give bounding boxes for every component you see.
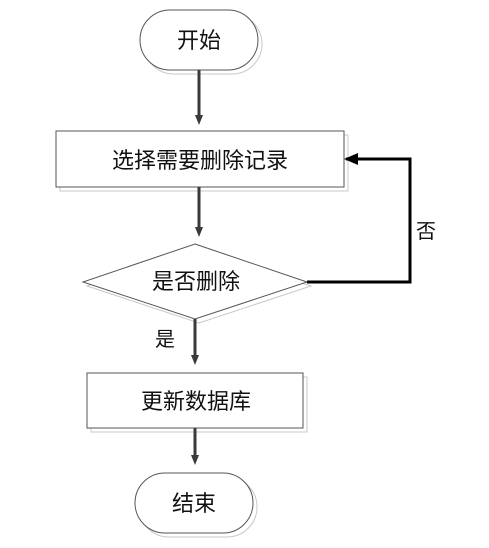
decision-node: 是否删除 — [81, 243, 313, 324]
start-label: 开始 — [177, 29, 221, 54]
end-label: 结束 — [172, 492, 216, 517]
select-process-box: 选择需要删除记录 — [55, 130, 349, 192]
select-label: 选择需要删除记录 — [112, 149, 288, 174]
update-label: 更新数据库 — [141, 390, 251, 415]
update-process-box: 更新数据库 — [86, 372, 308, 433]
start-node: 开始 — [139, 9, 263, 75]
no-label: 否 — [416, 219, 436, 243]
decision-label: 是否删除 — [152, 270, 240, 295]
yes-label: 是 — [155, 327, 175, 351]
arrow-no-branch — [307, 153, 412, 284]
end-node: 结束 — [134, 472, 258, 538]
